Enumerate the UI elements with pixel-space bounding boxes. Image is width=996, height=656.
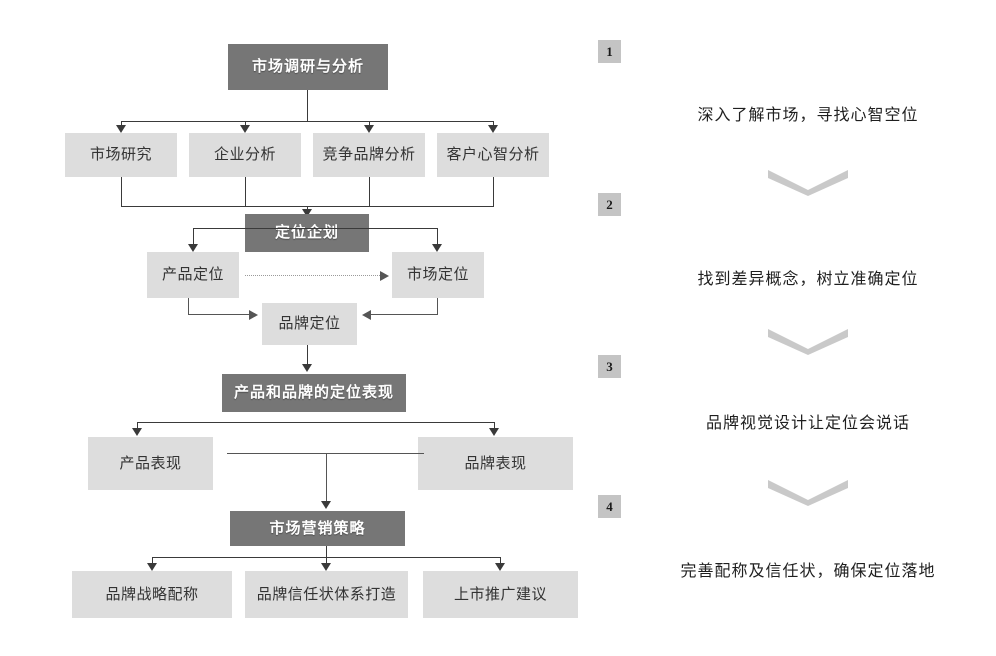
arrow-l1-2 <box>240 125 250 133</box>
connector-market-down <box>437 298 438 315</box>
caption-step-1: 深入了解市场，寻找心智空位 <box>697 107 919 124</box>
connector-l1-drop-1 <box>121 121 122 127</box>
connector-l1-drop-2 <box>245 121 246 127</box>
node-brand-trust-system[interactable]: 品牌信任状体系打造 <box>245 571 408 618</box>
arrow-product-to-brand <box>249 310 258 320</box>
connector-expressions-bus <box>227 453 424 454</box>
step-badge-1: 1 <box>598 40 621 63</box>
node-market-positioning[interactable]: 市场定位 <box>392 252 484 298</box>
arrow-to-expression <box>302 364 312 372</box>
arrow-product-to-market <box>380 271 389 281</box>
connector-l1-up-2 <box>245 177 246 207</box>
connector-product-to-market-dotted <box>245 275 380 276</box>
arrow-to-brand-expression <box>489 428 499 436</box>
arrow-to-market-positioning <box>432 244 442 252</box>
caption-step-2: 找到差异概念，树立准确定位 <box>697 271 919 288</box>
arrow-l4-3 <box>495 563 505 571</box>
connector-l1-up-1 <box>121 177 122 207</box>
connector-market-to-brand <box>371 314 438 315</box>
connector-l2-left-drop <box>193 228 194 246</box>
connector-l1-bus <box>121 121 493 122</box>
connector-product-down <box>188 298 189 315</box>
chevron-down-icon-1 <box>768 168 848 201</box>
chevron-down-icon-3 <box>768 478 848 511</box>
connector-l2-bus <box>193 228 438 229</box>
connector-l2-to-l3 <box>307 345 308 367</box>
arrow-l1-1 <box>116 125 126 133</box>
connector-l4-drop-1 <box>152 557 153 565</box>
node-product-brand-expression[interactable]: 产品和品牌的定位表现 <box>222 374 406 412</box>
connector-expressions-drop <box>326 453 327 503</box>
chevron-down-icon-2 <box>768 327 848 360</box>
connector-l2-stem <box>307 206 308 211</box>
connector-l1-stem <box>307 90 308 122</box>
caption-step-4: 完善配称及信任状，确保定位落地 <box>680 563 936 580</box>
node-brand-expression[interactable]: 品牌表现 <box>418 437 573 490</box>
connector-l4-drop-3 <box>500 557 501 565</box>
connector-l1-drop-3 <box>369 121 370 127</box>
arrow-to-positioning-plan <box>302 209 312 217</box>
arrow-market-to-brand <box>362 310 371 320</box>
node-brand-positioning[interactable]: 品牌定位 <box>262 303 357 345</box>
arrow-to-product-positioning <box>188 244 198 252</box>
node-launch-promotion-proposal[interactable]: 上市推广建议 <box>423 571 578 618</box>
connector-l3-bus <box>137 422 495 423</box>
connector-l2-right-drop <box>437 228 438 246</box>
step-badge-4: 4 <box>598 495 621 518</box>
node-competitor-brand-analysis[interactable]: 竞争品牌分析 <box>313 133 425 177</box>
node-customer-mind-analysis[interactable]: 客户心智分析 <box>437 133 549 177</box>
connector-l4-drop-2 <box>326 546 327 565</box>
arrow-to-product-expression <box>132 428 142 436</box>
node-product-expression[interactable]: 产品表现 <box>88 437 213 490</box>
connector-l3-right-drop <box>494 422 495 430</box>
arrow-l1-3 <box>364 125 374 133</box>
node-positioning-plan[interactable]: 定位企划 <box>245 214 369 252</box>
connector-l3-left-drop <box>137 422 138 430</box>
connector-l1-up-3 <box>369 177 370 207</box>
connector-product-to-brand <box>188 314 250 315</box>
step-badge-2: 2 <box>598 193 621 216</box>
node-marketing-strategy[interactable]: 市场营销策略 <box>230 511 405 546</box>
node-brand-strategy-alignment[interactable]: 品牌战略配称 <box>72 571 232 618</box>
connector-l1-drop-4 <box>493 121 494 127</box>
arrow-l4-2 <box>321 563 331 571</box>
caption-step-3: 品牌视觉设计让定位会说话 <box>705 415 911 432</box>
node-market-study[interactable]: 市场研究 <box>65 133 177 177</box>
arrow-l1-4 <box>488 125 498 133</box>
step-badge-3: 3 <box>598 355 621 378</box>
node-enterprise-analysis[interactable]: 企业分析 <box>189 133 301 177</box>
connector-l1-up-4 <box>493 177 494 207</box>
arrow-to-marketing-strategy <box>321 501 331 509</box>
node-market-research-analysis[interactable]: 市场调研与分析 <box>228 44 388 90</box>
node-product-positioning[interactable]: 产品定位 <box>147 252 239 298</box>
arrow-l4-1 <box>147 563 157 571</box>
